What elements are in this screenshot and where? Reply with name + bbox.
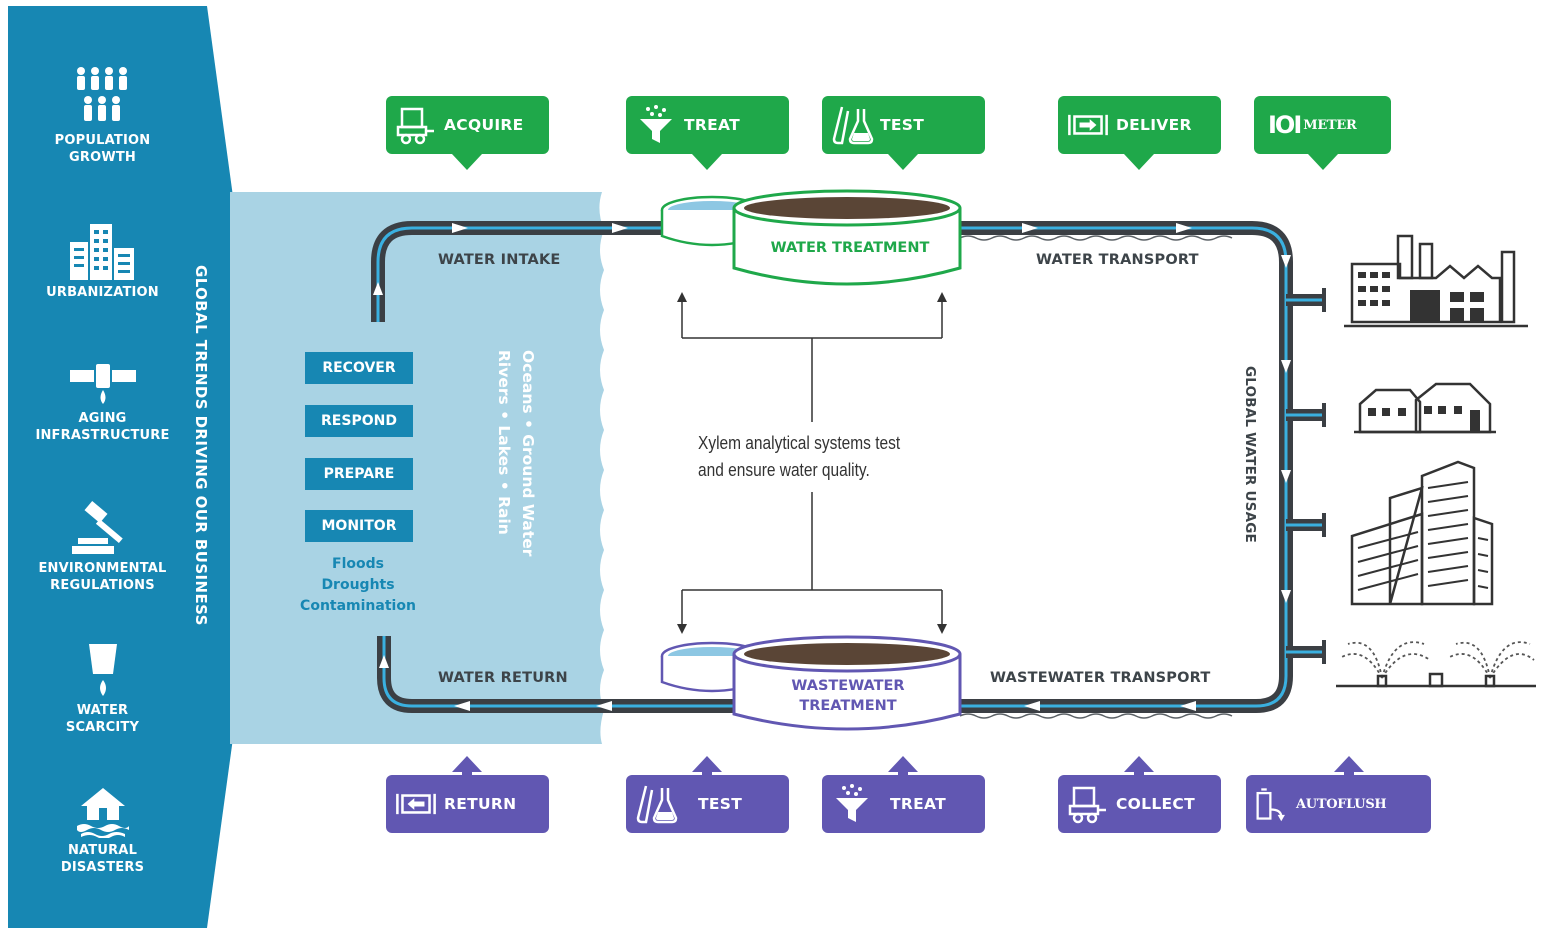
trend-water-scarcity: WATER SCARCITY xyxy=(15,640,190,736)
pump-icon xyxy=(396,107,434,145)
action-treat-bottom-label: TREAT xyxy=(890,795,946,813)
sources-line1: Oceans • Ground Water xyxy=(519,350,537,557)
wastewater-treatment-tank xyxy=(660,635,962,731)
funnel-icon xyxy=(836,784,868,822)
global-water-usage-label: GLOBAL WATER USAGE xyxy=(1242,366,1258,543)
trend-label-line2: INFRASTRUCTURE xyxy=(35,428,170,443)
action-deliver: DELIVER xyxy=(1058,96,1221,154)
hazard-floods: Floods xyxy=(332,556,384,572)
trend-label-line1: POPULATION xyxy=(54,133,151,148)
action-deliver-label: DELIVER xyxy=(1116,116,1192,134)
people-icon xyxy=(76,67,127,121)
trend-urbanization: URBANIZATION xyxy=(15,222,190,301)
action-test-bottom: TEST xyxy=(626,775,789,833)
water-intake-label: WATER INTAKE xyxy=(438,252,561,268)
stage-recover: RECOVER xyxy=(305,352,413,384)
action-treat-label: TREAT xyxy=(684,116,740,134)
water-return-label: WATER RETURN xyxy=(438,670,568,686)
action-return-label: RETURN xyxy=(444,795,517,813)
lab-flask-icon xyxy=(636,785,678,824)
stage-prepare: PREPARE xyxy=(305,458,413,490)
action-collect: COLLECT xyxy=(1058,775,1221,833)
pipe-arrow-right-icon xyxy=(1068,114,1108,136)
action-meter-label: METER xyxy=(1303,117,1357,133)
autoflush-icon xyxy=(1256,788,1285,822)
bottom-action-arrows xyxy=(452,756,1364,778)
wastewater-label-line1: WASTEWATER xyxy=(791,678,905,694)
gavel-icon xyxy=(71,500,123,554)
water-drop-bucket-icon xyxy=(88,644,117,696)
houses-icon xyxy=(1354,382,1496,434)
trend-label-line2: REGULATIONS xyxy=(50,578,155,593)
water-sources: Oceans • Ground Water Rivers • Lakes • R… xyxy=(488,350,540,580)
trend-label-line2: GROWTH xyxy=(68,150,137,165)
stage-respond: RESPOND xyxy=(305,405,413,437)
trend-natural-disasters: NATURAL DISASTERS xyxy=(15,786,190,876)
flooded-house-icon xyxy=(76,788,129,838)
center-note-line2: and ensure water quality. xyxy=(698,460,870,480)
trend-label-line2: DISASTERS xyxy=(60,860,145,875)
trends-title: GLOBAL TRENDS DRIVING OUR BUSINESS xyxy=(192,265,210,626)
action-test: TEST xyxy=(822,96,985,154)
trend-label-line1: NATURAL xyxy=(67,843,138,858)
water-treatment-label: WATER TREATMENT xyxy=(770,240,930,256)
sprinklers-icon xyxy=(1336,641,1536,688)
action-autoflush-label: AUTOFLUSH xyxy=(1296,796,1387,812)
trend-label-line1: AGING xyxy=(78,411,127,426)
center-note-line1: Xylem analytical systems test xyxy=(698,433,901,453)
pipe-arrow-left-icon xyxy=(396,793,436,815)
meter-icon: IOI xyxy=(1268,111,1302,139)
trend-label-line1: WATER xyxy=(76,703,129,718)
trend-label-line2: SCARCITY xyxy=(65,720,140,735)
factory-icon xyxy=(1344,234,1528,328)
city-buildings-icon xyxy=(69,224,134,280)
action-test-bottom-label: TEST xyxy=(698,795,743,813)
action-treat: TREAT xyxy=(626,96,789,154)
action-meter: IOI METER xyxy=(1254,96,1391,154)
lab-flask-icon xyxy=(832,106,874,145)
trend-label-line1: ENVIRONMENTAL xyxy=(38,561,167,576)
funnel-icon xyxy=(640,105,672,143)
trends-panel xyxy=(8,6,270,928)
action-collect-label: COLLECT xyxy=(1116,795,1195,813)
trend-environmental-regulations: ENVIRONMENTAL REGULATIONS xyxy=(15,500,190,594)
source-zone xyxy=(230,192,604,744)
office-building-icon xyxy=(1350,460,1494,606)
wastewater-label-line2: TREATMENT xyxy=(799,698,897,714)
top-action-arrows xyxy=(452,154,1338,170)
action-acquire-label: ACQUIRE xyxy=(444,116,524,134)
trend-aging-infrastructure: AGING INFRASTRUCTURE xyxy=(15,362,190,444)
hazard-droughts: Droughts xyxy=(321,577,395,593)
action-treat-bottom: TREAT xyxy=(822,775,985,833)
wastewater-treatment-label: WASTEWATER TREATMENT xyxy=(760,676,936,716)
stage-monitor: MONITOR xyxy=(305,510,413,542)
center-note: Xylem analytical systems test and ensure… xyxy=(698,430,922,484)
water-treatment-tank xyxy=(660,189,962,286)
hazard-contamination: Contamination xyxy=(300,598,416,614)
wastewater-transport-label: WASTEWATER TRANSPORT xyxy=(990,670,1211,686)
leaking-pipe-icon xyxy=(69,364,136,404)
action-acquire: ACQUIRE xyxy=(386,96,549,154)
action-return: RETURN xyxy=(386,775,549,833)
hazards-list: Floods Droughts Contamination xyxy=(282,554,434,617)
action-test-label: TEST xyxy=(880,116,925,134)
sources-line2: Rivers • Lakes • Rain xyxy=(495,350,513,535)
trend-population-growth: POPULATION GROWTH xyxy=(15,66,190,166)
trend-label-line1: URBANIZATION xyxy=(46,285,159,300)
action-autoflush: AUTOFLUSH xyxy=(1246,775,1431,833)
water-transport-label: WATER TRANSPORT xyxy=(1036,252,1199,268)
pump-icon xyxy=(1068,786,1106,824)
